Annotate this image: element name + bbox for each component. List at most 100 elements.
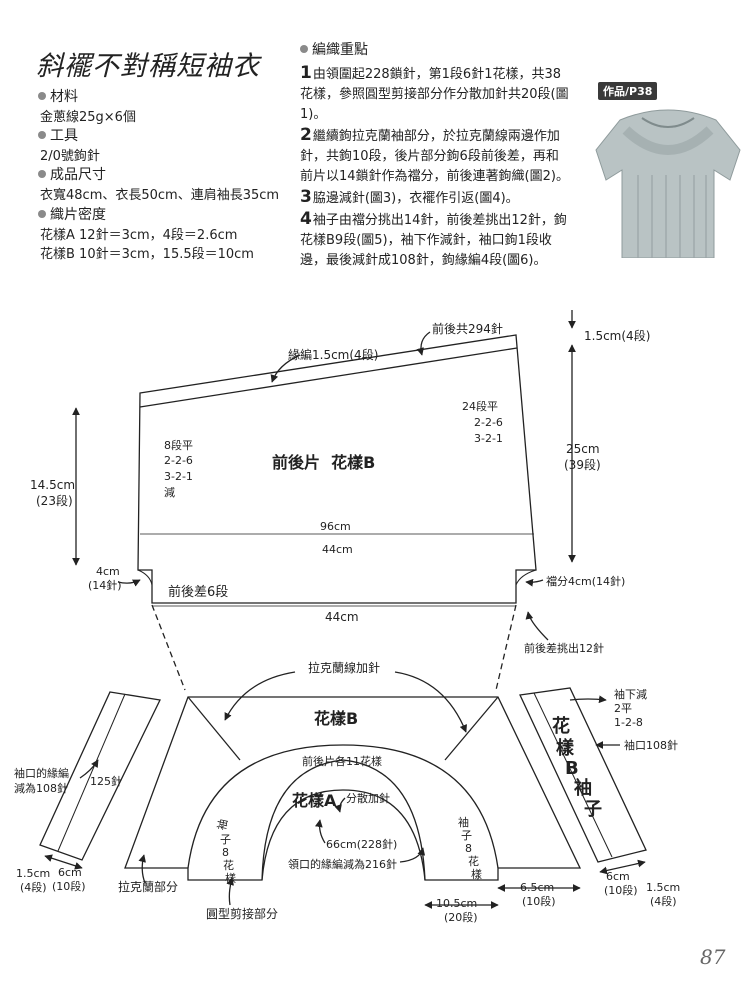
materials-value: 金蔥線25g×6個	[40, 110, 136, 125]
arrow-raglan-part	[138, 854, 146, 884]
step-number: 4	[300, 209, 312, 229]
arrow-pickup	[525, 611, 549, 641]
sleeve-label-3: 袖	[574, 777, 592, 799]
bullet-icon	[300, 45, 308, 53]
arrow-gusset-left	[117, 579, 141, 587]
point-step-3: 3脇邊減針(圖3)，衣襬作引返(圖4)。	[300, 187, 570, 209]
right-width-dim-1: (10段)	[604, 883, 638, 897]
label-body: 前後片 花樣B	[272, 453, 375, 472]
bullet-icon	[38, 170, 46, 178]
yoke-bottom-right-0: 6.5cm	[520, 881, 554, 894]
label-yoke-b: 花樣B	[314, 709, 358, 728]
sleeve-side-right-3: 花	[468, 855, 479, 868]
right-width-dim-0: 6cm	[606, 870, 630, 883]
gauge-line-2: 花樣B 10針＝3cm，15.5段＝10cm	[40, 247, 254, 262]
materials-heading: 材料	[38, 86, 78, 106]
label-front-back-diff: 前後差6段	[168, 584, 228, 600]
gusset-left-0: 4cm	[96, 565, 120, 578]
right-sleeve-inner	[533, 692, 613, 858]
gauge-line-1: 花樣A 12針＝3cm，4段＝2.6cm	[40, 228, 238, 243]
sleeve-side-left-0: 袖	[214, 818, 230, 832]
sleeve-side-right-0: 袖	[458, 815, 469, 829]
photo-label: 作品/P38	[598, 82, 658, 100]
sleeve-dec-2: 1-2-8	[614, 716, 643, 729]
point-step-1: 1由領圍起228鎖針，第1段6針1花樣，共38花樣，參照圓型剪接部分作分散加針共…	[300, 63, 570, 125]
step-text: 繼續鉤拉克蘭袖部分，於拉克蘭線兩邊作加針，共鉤10段，後片部分鉤6段前後差，再和…	[300, 129, 569, 184]
left-width-dim-1: (10段)	[52, 879, 86, 893]
height-right-0: 25cm	[566, 442, 600, 456]
label-gusset-right: 襠分4cm(14針)	[546, 574, 625, 588]
pattern-diagram: 前後共294針 緣編1.5cm(4段) 1.5cm (4段) 前後片 花樣B 8段…	[14, 310, 680, 924]
height-left-0: 14.5cm	[30, 478, 75, 492]
label-left-125: 125針	[90, 774, 122, 788]
point-step-4: 4袖子由襠分挑出14針，前後差挑出12針，鉤花樣B9段(圖5)，袖下作減針，袖口…	[300, 209, 570, 271]
sleeve-side-right-4: 樣	[471, 867, 482, 881]
height-left-1: (23段)	[36, 493, 73, 508]
arrow-raglan-left	[224, 671, 296, 721]
bullet-icon	[38, 210, 46, 218]
point-step-2: 2繼續鉤拉克蘭袖部分，於拉克蘭線兩邊作加針，共鉤10段，後片部分鉤6段前後差，再…	[300, 125, 570, 187]
dim-right-sleeve-width	[599, 859, 646, 875]
sleeve-dec-1: 2平	[614, 702, 632, 715]
label-spread-inc: 分散加針	[346, 791, 390, 805]
dashed-connector-right	[495, 604, 517, 691]
page-title: 斜襬不對稱短袖衣	[36, 51, 260, 82]
sleeve-side-right-2: 8	[465, 842, 472, 855]
step-text: 由領圍起228鎖針，第1段6針1花樣，共38花樣，參照圓型剪接部分作分散加針共2…	[300, 67, 569, 122]
sleeve-label-4: 子	[584, 799, 602, 820]
step-number: 2	[300, 125, 312, 145]
sleeve-side-left-3: 花	[223, 859, 234, 872]
sleeve-side-left-4: 樣	[225, 871, 236, 885]
gusset-notch-right	[515, 569, 537, 586]
label-total-stitches: 前後共294針	[432, 321, 503, 336]
label-width-44-inner: 44cm	[322, 543, 353, 556]
page-number: 87	[700, 945, 726, 969]
raglan-line-right	[444, 696, 499, 761]
right-dec-0: 24段平	[462, 399, 498, 413]
gusset-left-1: (14針)	[88, 578, 122, 592]
step-text: 袖子由襠分挑出14針，前後差挑出12針，鉤花樣B9段(圖5)，袖下作減針，袖口鉤…	[300, 213, 567, 268]
product-photo: 作品/P38	[590, 80, 745, 258]
label-pickup: 前後差挑出12針	[524, 641, 604, 655]
arrow-round-part	[226, 877, 234, 906]
right-edge-dim-0: 1.5cm	[646, 881, 680, 894]
left-dec-0: 8段平	[164, 438, 193, 452]
raglan-line-left	[187, 696, 241, 761]
gusset-notch-left	[137, 569, 153, 586]
label-neck-edge: 領口的緣編減為216針	[288, 857, 397, 871]
sleeve-label-0: 花	[552, 715, 570, 737]
yoke-bottom-left-1: (20段)	[444, 910, 478, 924]
right-sleeve-outline	[519, 687, 647, 863]
left-width-dim-0: 6cm	[58, 866, 82, 879]
tools-value: 2/0號鉤針	[40, 149, 100, 164]
label-border-top: 緣編1.5cm(4段)	[288, 347, 378, 362]
dim-left-strip-width	[44, 854, 83, 870]
left-cuff-note-1: 減為108針	[14, 781, 68, 795]
label-raglan-inc: 拉克蘭線加針	[308, 660, 380, 675]
sleeve-side-right-1: 子	[461, 829, 472, 842]
size-heading-text: 成品尺寸	[50, 167, 106, 183]
arrow-total-stitches	[416, 331, 431, 356]
arrow-neck	[315, 819, 326, 844]
gauge-heading-text: 織片密度	[50, 207, 106, 223]
sleeve-dec-0: 袖下減	[614, 687, 647, 701]
label-yoke-repeats: 前後片各11花樣	[302, 754, 382, 768]
label-round-part: 圓型剪接部分	[206, 906, 278, 921]
left-dec-2: 3-2-1	[164, 470, 193, 483]
bullet-icon	[38, 92, 46, 100]
sleeve-label-1: 樣	[556, 737, 575, 759]
height-right-1: (39段)	[564, 457, 601, 472]
points-heading: 編織重點	[300, 40, 570, 60]
body-piece-outline	[137, 334, 537, 604]
dashed-connector-left	[151, 604, 186, 691]
size-value: 衣寬48cm、衣長50cm、連肩袖長35cm	[40, 188, 280, 203]
step-number: 1	[300, 63, 312, 83]
label-neck-circ: 66cm(228針)	[326, 837, 397, 851]
left-cuff-note-0: 袖口的緣編	[14, 766, 69, 780]
step-number: 3	[300, 187, 312, 207]
left-edge-dim-1: (4段)	[20, 880, 47, 894]
size-heading: 成品尺寸	[38, 164, 106, 184]
label-width-96: 96cm	[320, 520, 351, 533]
label-width-44-bottom: 44cm	[325, 610, 359, 624]
tools-heading-text: 工具	[50, 128, 78, 144]
